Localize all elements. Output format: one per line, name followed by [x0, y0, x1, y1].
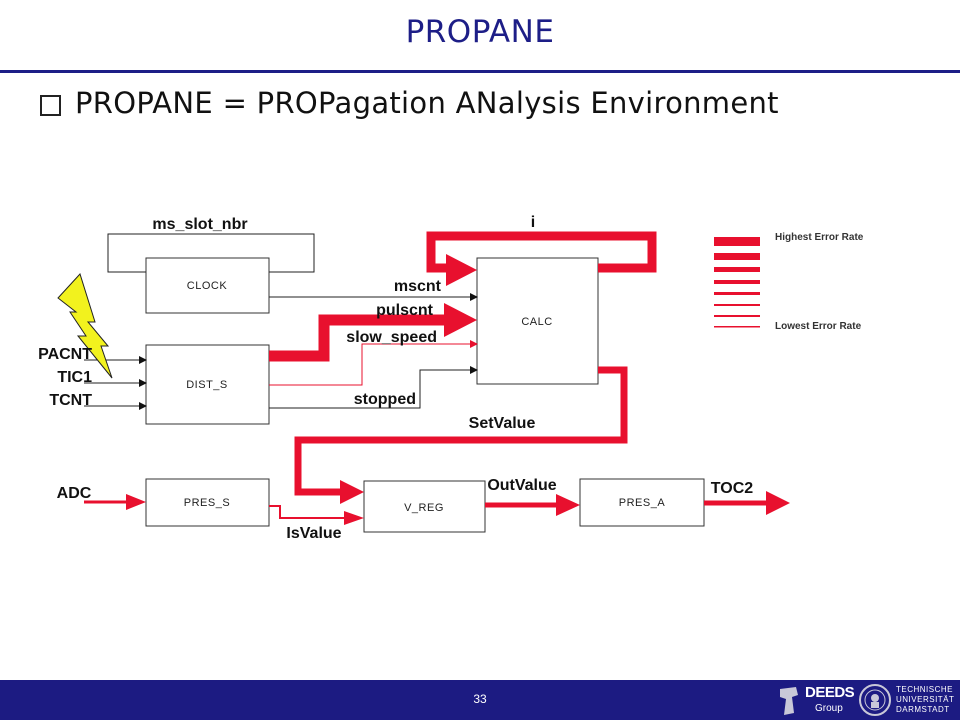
block-dist-s-label: DIST_S	[186, 379, 228, 391]
label-toc2: TOC2	[711, 480, 753, 497]
error-rate-legend: Highest Error Rate Lowest Error Rate	[714, 232, 864, 332]
block-calc: CALC	[476, 257, 599, 385]
legend-bar	[714, 237, 760, 246]
legend-bar	[714, 326, 760, 328]
block-pres-s: PRES_S	[145, 478, 270, 527]
deeds-logo-text: DEEDS	[805, 684, 855, 701]
block-pres-a: PRES_A	[579, 478, 705, 527]
adc-path	[84, 494, 146, 510]
label-setvalue: SetValue	[469, 415, 536, 432]
label-slow-speed: slow_speed	[346, 329, 437, 346]
university-seal-icon	[859, 684, 891, 716]
block-v-reg-label: V_REG	[404, 502, 444, 514]
block-pres-s-label: PRES_S	[184, 497, 230, 509]
legend-highest-label: Highest Error Rate	[775, 232, 864, 243]
slide-title: PROPANE	[405, 14, 555, 50]
ms-slot-nbr-loop	[107, 233, 315, 273]
title-divider	[0, 70, 960, 73]
block-clock-label: CLOCK	[187, 280, 228, 292]
label-outvalue: OutValue	[487, 477, 556, 494]
slow-speed-line	[269, 340, 478, 386]
legend-bar	[714, 304, 760, 306]
block-clock: CLOCK	[145, 257, 270, 314]
stopped-line	[269, 366, 478, 409]
legend-bar	[714, 280, 760, 284]
block-dist-s: DIST_S	[145, 344, 270, 425]
label-stopped: stopped	[354, 391, 416, 408]
legend-bar	[714, 253, 760, 260]
bullet-item: PROPANE = PROPagation ANalysis Environme…	[40, 86, 779, 120]
university-line-1: TECHNISCHE	[896, 685, 954, 694]
block-v-reg: V_REG	[363, 480, 486, 533]
label-adc: ADC	[57, 485, 92, 502]
university-logo-text: TECHNISCHE UNIVERSITÄT DARMSTADT	[896, 685, 954, 715]
university-line-2: UNIVERSITÄT	[896, 695, 955, 704]
university-line-3: DARMSTADT	[896, 705, 950, 714]
i-feedback-path	[426, 231, 657, 286]
toc2-path	[704, 491, 790, 515]
legend-lowest-label: Lowest Error Rate	[775, 321, 862, 332]
label-ms-slot-nbr: ms_slot_nbr	[152, 216, 247, 233]
bullet-text: PROPANE = PROPagation ANalysis Environme…	[75, 86, 779, 120]
pulscnt-path	[269, 303, 477, 362]
legend-bar	[714, 315, 760, 317]
lightning-icon	[57, 273, 113, 379]
label-isvalue: IsValue	[286, 525, 341, 542]
page-number: 33	[473, 692, 487, 706]
label-pacnt: PACNT	[38, 346, 92, 363]
label-pulscnt: pulscnt	[376, 302, 434, 319]
propagation-diagram: CLOCK DIST_S CALC PRES_S V_REG PRES_A	[38, 214, 864, 542]
label-i: i	[531, 214, 535, 231]
legend-bar	[714, 267, 760, 272]
deeds-logo-icon	[780, 687, 798, 715]
block-calc-label: CALC	[521, 316, 552, 328]
outvalue-path	[485, 494, 580, 516]
setvalue-path	[294, 366, 628, 504]
label-mscnt: mscnt	[394, 278, 442, 295]
footer-bar	[0, 680, 960, 720]
deeds-logo-sub: Group	[815, 703, 843, 714]
label-tcnt: TCNT	[49, 392, 92, 409]
legend-bar	[714, 292, 760, 295]
label-tic1: TIC1	[57, 369, 92, 386]
block-pres-a-label: PRES_A	[619, 497, 666, 509]
isvalue-path	[269, 505, 364, 525]
bullet-square-icon	[40, 94, 61, 116]
